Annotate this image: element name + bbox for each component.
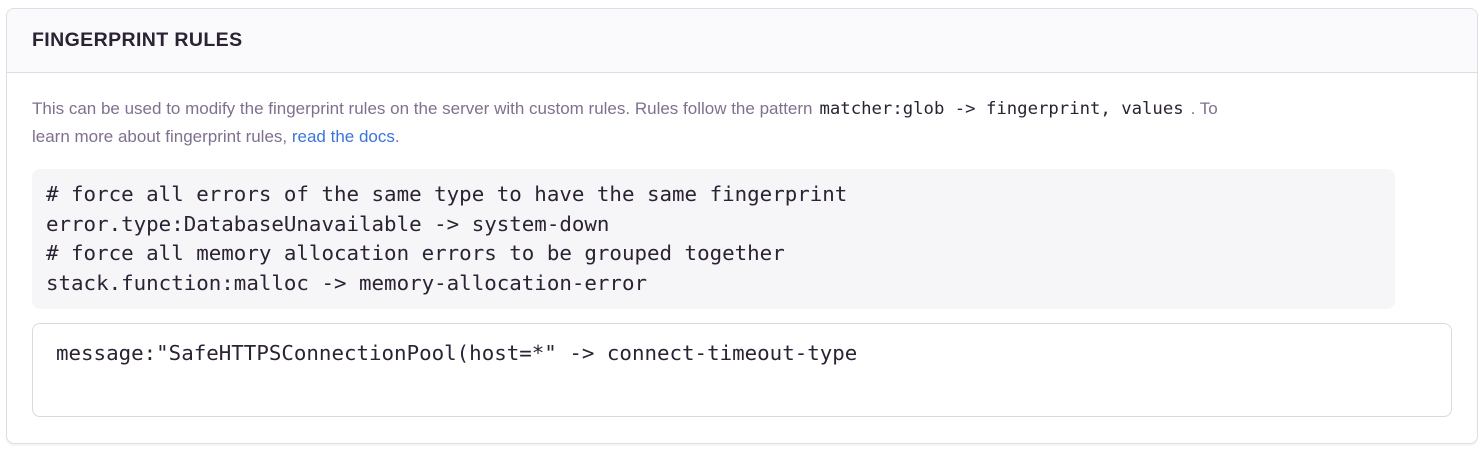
fingerprint-rules-input[interactable]: message:"SafeHTTPSConnectionPool(host=*"… — [32, 323, 1452, 418]
read-the-docs-link[interactable]: read the docs — [291, 127, 395, 146]
panel-header: FINGERPRINT RULES — [7, 9, 1477, 73]
panel-body: This can be used to modify the fingerpri… — [7, 73, 1477, 443]
code-example-block: # force all errors of the same type to h… — [32, 169, 1395, 310]
fingerprint-rules-panel: FINGERPRINT RULES This can be used to mo… — [6, 8, 1478, 445]
description-segment-2: . To — [1190, 99, 1218, 118]
pattern-inline-code: matcher:glob -> fingerprint, values — [819, 99, 1184, 119]
description-segment-1: This can be used to modify the fingerpri… — [32, 99, 813, 118]
description-segment-3: learn more about fingerprint rules, — [32, 127, 292, 146]
description-text: This can be used to modify the fingerpri… — [32, 95, 1452, 150]
panel-title: FINGERPRINT RULES — [32, 29, 243, 51]
description-period: . — [394, 127, 400, 146]
